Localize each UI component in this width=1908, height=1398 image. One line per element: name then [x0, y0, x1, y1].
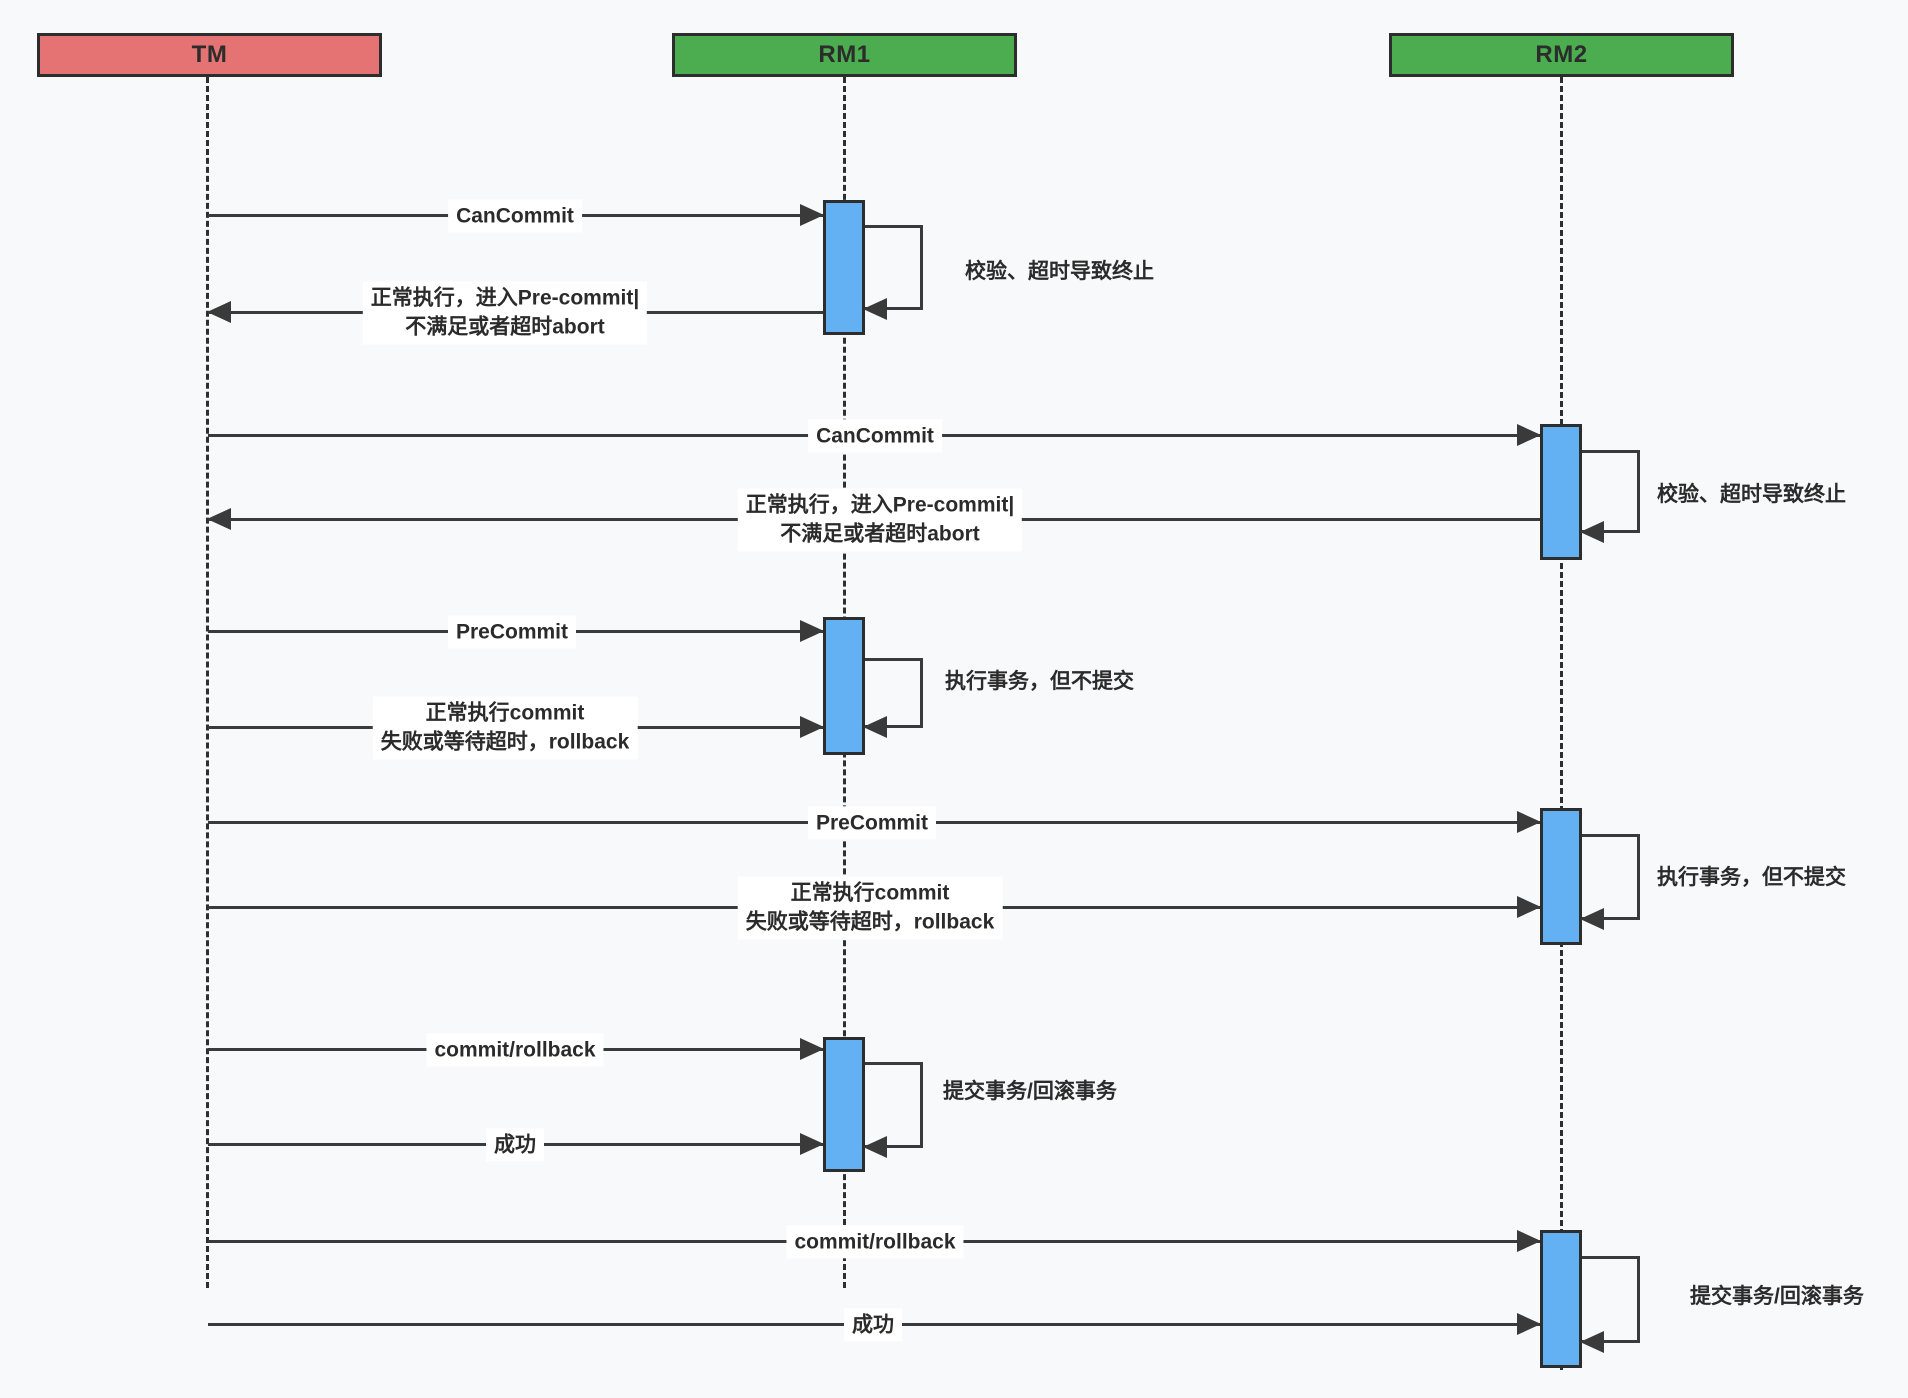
arrowhead-right-icon — [1517, 424, 1541, 446]
message-label: 成功 — [486, 1128, 544, 1162]
loop-label-rm1-2: 执行事务，但不提交 — [945, 665, 1134, 695]
activation-rm1-1 — [823, 200, 865, 335]
message-text: PreCommit — [455, 620, 569, 644]
arrowhead-left-icon — [207, 301, 231, 323]
loop-text: 校验、超时导致终止 — [965, 260, 1154, 283]
arrowhead-right-icon — [1517, 1313, 1541, 1335]
message-text-line1: 正常执行，进入Pre-commit| — [370, 286, 640, 310]
participant-box-rm1: RM1 — [672, 33, 1017, 77]
message-text: commit/rollback — [794, 1230, 956, 1254]
message-label: PreCommit — [447, 615, 577, 649]
loop-text: 提交事务/回滚事务 — [1690, 1285, 1864, 1308]
message-text: PreCommit — [815, 811, 929, 835]
message-text: CanCommit — [456, 204, 574, 228]
self-loop-rm1-2 — [863, 658, 923, 738]
participant-label-tm: TM — [191, 41, 228, 68]
arrowhead-right-icon — [800, 1133, 824, 1155]
message-text-line1: 正常执行commit — [425, 701, 585, 725]
activation-rm2-3 — [1540, 1230, 1582, 1368]
loop-label-rm1-3: 提交事务/回滚事务 — [943, 1075, 1117, 1105]
message-text-line1: 正常执行commit — [790, 881, 950, 905]
arrowhead-left-icon — [863, 1136, 887, 1158]
message-label: commit/rollback — [786, 1225, 964, 1259]
message-text: 成功 — [852, 1313, 894, 1337]
arrowhead-right-icon — [1517, 811, 1541, 833]
message-label: 正常执行commit 失败或等待超时，rollback — [737, 876, 1003, 940]
loop-text: 执行事务，但不提交 — [1657, 866, 1846, 889]
self-loop-rm2-1 — [1580, 450, 1640, 543]
arrowhead-left-icon — [207, 508, 231, 530]
self-loop-rm2-3 — [1580, 1256, 1640, 1353]
arrowhead-right-icon — [800, 204, 824, 226]
arrowhead-right-icon — [1517, 896, 1541, 918]
arrowhead-left-icon — [863, 298, 887, 320]
message-label: CanCommit — [808, 419, 942, 453]
arrowhead-left-icon — [1580, 908, 1604, 930]
arrowhead-right-icon — [800, 716, 824, 738]
message-label: 正常执行commit 失败或等待超时，rollback — [372, 696, 638, 760]
activation-rm2-2 — [1540, 808, 1582, 945]
message-text-line1: 正常执行，进入Pre-commit| — [745, 493, 1015, 517]
arrowhead-right-icon — [800, 620, 824, 642]
message-label: CanCommit — [448, 199, 582, 233]
message-text-line2: 失败或等待超时，rollback — [380, 731, 630, 754]
message-text-line2: 失败或等待超时，rollback — [745, 911, 995, 934]
message-text-line2: 不满足或者超时abort — [780, 523, 980, 546]
message-text: 成功 — [494, 1133, 536, 1157]
self-loop-rm1-1 — [863, 225, 923, 320]
message-label: 正常执行，进入Pre-commit| 不满足或者超时abort — [362, 281, 648, 345]
message-text-line2: 不满足或者超时abort — [405, 316, 605, 339]
self-loop-rm1-3 — [863, 1062, 923, 1158]
participant-box-rm2: RM2 — [1389, 33, 1734, 77]
loop-text: 提交事务/回滚事务 — [943, 1080, 1117, 1103]
self-loop-rm2-2 — [1580, 834, 1640, 930]
participant-label-rm1: RM1 — [818, 41, 871, 68]
loop-label-rm2-1: 校验、超时导致终止 — [1657, 478, 1846, 508]
message-text: commit/rollback — [434, 1038, 596, 1062]
activation-rm1-3 — [823, 1037, 865, 1172]
participant-label-rm2: RM2 — [1535, 41, 1588, 68]
loop-text: 执行事务，但不提交 — [945, 670, 1134, 693]
arrowhead-left-icon — [1580, 1331, 1604, 1353]
activation-rm1-2 — [823, 617, 865, 755]
loop-label-rm2-3: 提交事务/回滚事务 — [1690, 1280, 1864, 1310]
message-text: CanCommit — [816, 424, 934, 448]
loop-label-rm2-2: 执行事务，但不提交 — [1657, 861, 1846, 891]
message-label: commit/rollback — [426, 1033, 604, 1067]
arrowhead-left-icon — [1580, 521, 1604, 543]
message-label: 正常执行，进入Pre-commit| 不满足或者超时abort — [737, 488, 1023, 552]
arrowhead-right-icon — [1517, 1230, 1541, 1252]
lifeline-rm2 — [1560, 77, 1563, 1370]
loop-label-rm1-1: 校验、超时导致终止 — [965, 255, 1154, 285]
participant-box-tm: TM — [37, 33, 382, 77]
message-label: 成功 — [844, 1308, 902, 1342]
activation-rm2-1 — [1540, 424, 1582, 560]
arrowhead-right-icon — [800, 1038, 824, 1060]
arrowhead-left-icon — [863, 716, 887, 738]
message-label: PreCommit — [807, 806, 937, 840]
loop-text: 校验、超时导致终止 — [1657, 483, 1846, 506]
lifeline-tm — [206, 77, 209, 1288]
